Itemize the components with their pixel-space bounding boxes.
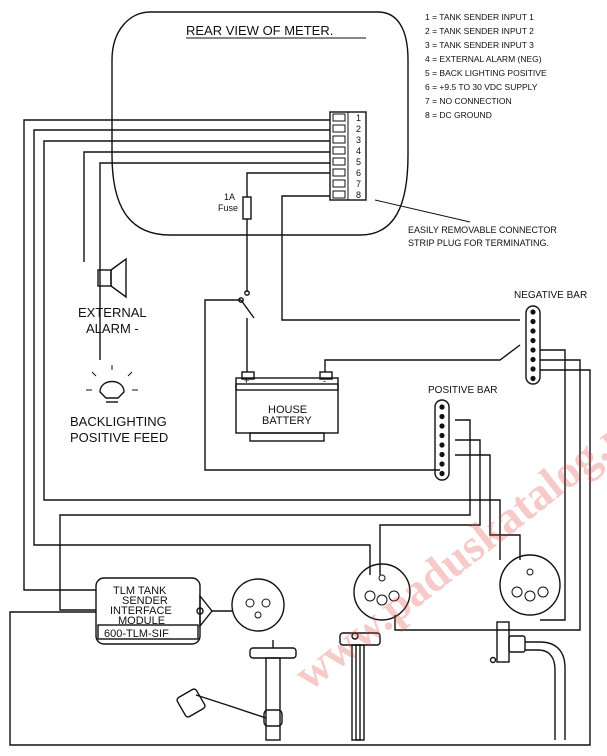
connector-terminal (332, 113, 346, 122)
connector-note-leader (374, 199, 471, 223)
bus-bar-terminal (530, 309, 536, 315)
connector-note-line2: STRIP PLUG FOR TERMINATING. (408, 238, 549, 248)
legend-item: 7 = NO CONNECTION (425, 96, 512, 106)
connector-pin-number: 3 (356, 135, 361, 145)
connector-pin-number: 6 (356, 168, 361, 178)
module-label-line1: TLM TANK (113, 585, 167, 597)
connector-pin-number: 5 (356, 157, 361, 167)
connector-terminal (332, 135, 346, 144)
wires (9, 119, 591, 746)
connector-terminal (332, 157, 346, 166)
bus-bar-terminal (439, 423, 445, 429)
connector-note-line1: EASILY REMOVABLE CONNECTOR (408, 225, 557, 235)
tank-sender-2 (339, 632, 381, 741)
connector-terminal (332, 146, 346, 155)
bus-bar-terminal (439, 413, 445, 420)
negative-bar (525, 305, 541, 385)
alarm-label-line2: ALARM - (86, 321, 139, 336)
connector-pin-number: 8 (356, 190, 361, 200)
bus-bar-terminal (439, 404, 445, 410)
connector-pin-number: 4 (356, 146, 361, 156)
backlight-label-line1: BACKLIGHTING (70, 414, 167, 429)
connector-terminal (332, 179, 346, 188)
sender-gauge-back-2 (353, 563, 411, 621)
module-label-line3: INTERFACE (110, 605, 172, 617)
connector-terminal (332, 190, 346, 199)
bus-bar-terminal (530, 366, 536, 372)
sender-gauge-back-1 (212, 578, 285, 632)
legend-item: 6 = +9.5 TO 30 VDC SUPPLY (425, 82, 538, 92)
positive-bar (434, 399, 450, 481)
connector-terminal (332, 168, 346, 177)
connector-pin-number: 7 (356, 179, 361, 189)
bus-bar-terminal (530, 347, 536, 353)
positive-bar-label: POSITIVE BAR (428, 385, 497, 396)
bus-bar-terminal (530, 328, 536, 334)
battery-minus: - (323, 376, 326, 386)
module-part-number: 600-TLM-SIF (104, 628, 169, 640)
light-bulb-icon (86, 365, 138, 403)
fuse-label-amps: 1A (224, 192, 235, 202)
battery-label-line1: HOUSE (268, 404, 307, 416)
tank-sender-1 (176, 640, 297, 741)
backlight-label-line2: POSITIVE FEED (70, 430, 168, 445)
connector-terminal (332, 124, 346, 133)
bus-bar-terminal (439, 451, 445, 458)
meter-title: REAR VIEW OF METER. (186, 23, 333, 38)
speaker-icon (97, 257, 127, 299)
battery-plus: + (244, 376, 249, 386)
bus-bar-terminal (530, 318, 536, 325)
tank-sender-3 (489, 621, 566, 740)
legend-item: 5 = BACK LIGHTING POSITIVE (425, 68, 547, 78)
connector-pin-number: 1 (356, 113, 361, 123)
fuse-label: Fuse (218, 203, 238, 213)
bus-bar-terminal (439, 442, 445, 448)
bus-bar-terminal (530, 375, 536, 382)
legend-item: 8 = DC GROUND (425, 110, 492, 120)
meter-outline (111, 11, 409, 236)
legend-item: 3 = TANK SENDER INPUT 3 (425, 40, 534, 50)
watermark: www.paduskatalog.ru (284, 395, 607, 700)
sender-gauge-back-3 (499, 554, 561, 616)
house-battery (235, 371, 339, 442)
bus-bar-terminal (439, 432, 445, 439)
module-label-line2: SENDER (122, 595, 168, 607)
module-label-line4: MODULE (118, 615, 165, 627)
connector-pin-number: 2 (356, 124, 361, 134)
legend-item: 4 = EXTERNAL ALARM (NEG) (425, 54, 542, 64)
battery-label-line2: BATTERY (262, 415, 312, 427)
tlm-module (95, 577, 213, 645)
bus-bar-terminal (439, 470, 445, 477)
legend-item: 1 = TANK SENDER INPUT 1 (425, 12, 534, 22)
legend-item: 2 = TANK SENDER INPUT 2 (425, 26, 534, 36)
bus-bar-terminal (530, 356, 536, 363)
pin-legend: 1 = TANK SENDER INPUT 1 2 = TANK SENDER … (425, 12, 547, 120)
alarm-label-line1: EXTERNAL (78, 305, 147, 320)
bus-bar-terminal (530, 337, 536, 344)
negative-bar-label: NEGATIVE BAR (514, 290, 587, 301)
fuse (242, 196, 252, 220)
bus-bar-terminal (439, 461, 445, 467)
